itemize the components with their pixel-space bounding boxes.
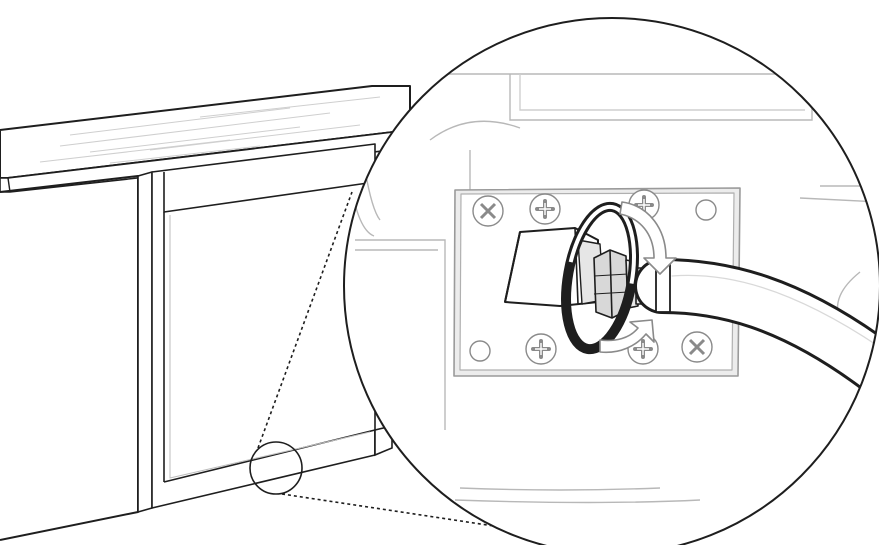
- rotation-indicator: [561, 201, 639, 355]
- detail-callout-ring: [249, 441, 303, 495]
- bracket-hole-top-right: [695, 199, 717, 221]
- magnified-view-border: [343, 17, 879, 545]
- cross-screw-icon: [681, 331, 713, 363]
- screw-top-left: [472, 195, 504, 227]
- valve-body: [504, 227, 605, 307]
- screw-bottom-left: [525, 333, 557, 365]
- left-cabinet: [0, 175, 139, 541]
- bracket-hole-bottom-left: [469, 340, 491, 362]
- drain-hose: [634, 258, 879, 400]
- countertop-texture: [39, 96, 381, 164]
- circular-arrow-icon: [599, 201, 677, 354]
- phillips-screw-icon: [529, 193, 561, 225]
- magnified-view: [344, 18, 879, 545]
- dishwasher: [137, 143, 376, 513]
- dishwasher-door-panel: [169, 215, 371, 479]
